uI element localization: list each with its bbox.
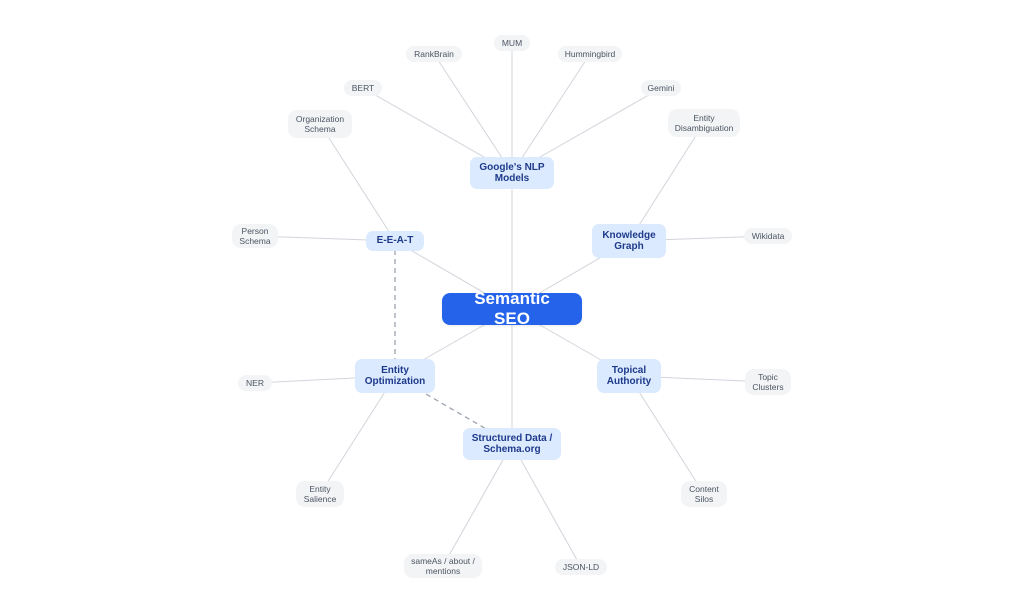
node-wikidata: Wikidata xyxy=(744,228,792,244)
node-rankbrain: RankBrain xyxy=(406,46,462,62)
edge-structured-data-to-sameas-about-mentions xyxy=(442,443,513,567)
node-gemini: Gemini xyxy=(641,80,681,96)
node-semantic-seo: Semantic SEO xyxy=(442,289,582,328)
node-structured-data: Structured Data / Schema.org xyxy=(463,428,561,460)
edge-knowledge-graph-to-entity-disambiguation xyxy=(628,122,705,242)
node-json-ld: JSON-LD xyxy=(555,559,607,575)
edge-structured-data-to-json-ld xyxy=(511,443,582,568)
node-entity-optimization: Entity Optimization xyxy=(355,359,435,393)
node-knowledge-graph: Knowledge Graph xyxy=(592,224,666,258)
edge-topical-authority-to-content-silos xyxy=(628,375,705,495)
edge-nlp-models-to-rankbrain xyxy=(433,53,513,174)
node-ner: NER xyxy=(238,375,272,391)
node-topical-authority: Topical Authority xyxy=(597,359,661,393)
node-topic-clusters: Topic Clusters xyxy=(745,369,791,395)
node-content-silos: Content Silos xyxy=(681,481,727,507)
edge-entity-optimization-to-entity-salience xyxy=(319,375,396,495)
edge-eeat-to-organization-schema xyxy=(319,123,396,242)
node-bert: BERT xyxy=(344,80,382,96)
node-person-schema: Person Schema xyxy=(232,224,278,248)
node-hummingbird: Hummingbird xyxy=(558,46,622,62)
node-entity-disambiguation: Entity Disambiguation xyxy=(668,109,740,137)
node-sameas-about-mentions: sameAs / about / mentions xyxy=(404,554,482,578)
node-entity-salience: Entity Salience xyxy=(296,481,344,507)
node-mum: MUM xyxy=(494,35,530,51)
node-googles-nlp-models: Google's NLP Models xyxy=(470,157,554,189)
node-e-e-a-t: E-E-A-T xyxy=(366,231,424,251)
node-organization-schema: Organization Schema xyxy=(288,110,352,138)
edge-nlp-models-to-hummingbird xyxy=(511,53,591,174)
